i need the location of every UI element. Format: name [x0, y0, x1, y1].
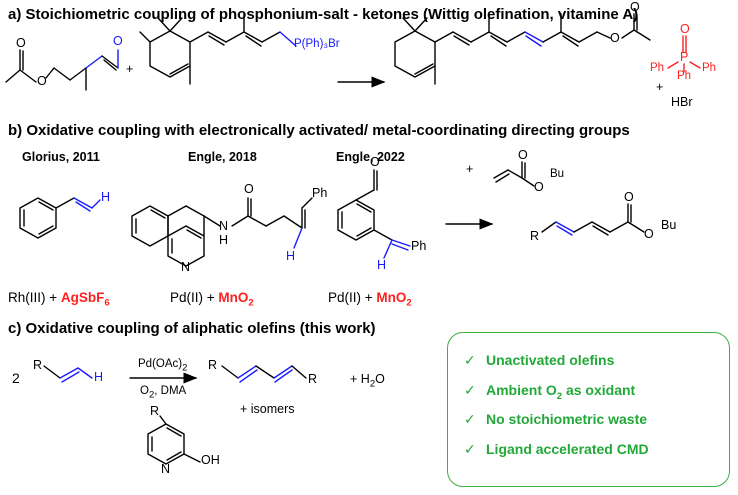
conditions-oxygen: O [140, 385, 149, 397]
advantage-sub: 2 [556, 390, 563, 402]
reagent-oxidant: MnO [218, 290, 249, 305]
author-engle-2018: Engle, 2018 [188, 150, 257, 164]
dienoate-carbonyl-o-label: O [624, 190, 634, 204]
catalyst-label: Pd(OAc)2 [138, 358, 187, 373]
aldehyde-o-label: O [370, 155, 380, 169]
ligand-r-label: R [150, 404, 160, 418]
amide-o-label: O [244, 182, 254, 196]
conditions-sub: 2 [148, 389, 155, 401]
advantage-text-post: as oxidant [562, 381, 636, 398]
olefin-r-label: R [33, 358, 43, 372]
advantage-text: Ligand accelerated CMD [486, 440, 649, 457]
phosphonium-salt-structure [139, 13, 297, 85]
advantage-item: ✓ No stoichiometric waste [464, 405, 729, 435]
aliphatic-olefin-structure [43, 365, 93, 383]
conditions-solvent: , DMA [154, 385, 187, 397]
phenyl-b1-label: Ph [312, 186, 328, 200]
acrylate-carbonyl-o-label: O [518, 148, 528, 162]
author-glorius: Glorius, 2011 [22, 150, 100, 164]
phenyl-left-label: Ph [650, 62, 665, 74]
amide-n-label: N [219, 219, 229, 233]
reagent-oxidant-sub: 6 [104, 297, 110, 309]
check-icon: ✓ [464, 411, 476, 427]
hydroxypyridine-ligand-structure [147, 415, 201, 465]
reagent-metal: Pd(II) + [170, 290, 219, 305]
dienoate-product-structure [541, 203, 645, 236]
ligand-n-label: N [161, 462, 171, 476]
advantage-item: ✓ Ligand accelerated CMD [464, 435, 729, 465]
ligand-oh-label: OH [201, 453, 220, 467]
dienoate-butyl-label: Bu [661, 218, 677, 232]
water-label: + H2O [350, 372, 385, 390]
phosphonium-label: P(Ph)₃Br [294, 38, 340, 50]
amide-h-label: H [219, 233, 229, 247]
vitamin-a-acetate-structure [394, 13, 651, 85]
catalyst-text: Pd(OAc) [138, 358, 183, 370]
advantage-item: ✓ Ambient O2 as oxidant [464, 376, 729, 406]
reagent-oxidant-sub: 2 [248, 297, 254, 309]
catalyst-sub: 2 [182, 362, 188, 374]
section-c-heading: c) Oxidative coupling of aliphatic olefi… [8, 320, 376, 337]
advantages-box: ✓ Unactivated olefins ✓ Ambient O2 as oxid… [447, 332, 730, 487]
reagent-oxidant: MnO [376, 290, 407, 305]
aminoquinoline-amide-structure [131, 197, 313, 267]
olefin-h-label: H [94, 370, 104, 384]
water-o: O [375, 372, 385, 386]
reagent-metal: Pd(II) + [328, 290, 377, 305]
phenyl-b2-label: Ph [411, 239, 427, 253]
reagent-oxidant-sub: 2 [406, 297, 412, 309]
triphenylphosphine-oxide-structure [667, 35, 701, 73]
phenyl-mid-label: Ph [677, 70, 692, 82]
benzaldehyde-styryl-structure [337, 169, 411, 259]
isomers-label: + isomers [240, 402, 295, 416]
reagent-oxidant: AgSbF [60, 290, 105, 305]
ester-carbonyl-oxygen-label: O [16, 36, 26, 50]
vinyl-h-label: H [286, 249, 296, 263]
advantage-item: ✓ Unactivated olefins [464, 346, 729, 376]
author-engle-2022: Engle, 2022 [336, 150, 405, 164]
acrylate-ester-o-label: O [534, 180, 544, 194]
diene-r-right-label: R [308, 372, 318, 386]
section-a-heading: a) Stoichiometric coupling of phosphoniu… [8, 6, 639, 23]
product-carbonyl-oxygen-label: O [630, 0, 640, 14]
advantage-text: Unactivated olefins [486, 352, 615, 368]
plus-sign-a1: + [126, 62, 134, 76]
advantage-text: Ambient O [486, 381, 557, 398]
phenyl-right-label: Ph [702, 62, 717, 74]
reagent-engle-2018: Pd(II) + MnO2 [170, 290, 254, 309]
conditions-label: O2, DMA [140, 385, 186, 400]
stoichiometry-coefficient: 2 [12, 370, 20, 386]
dienoate-r-label: R [530, 229, 540, 243]
advantage-text: No stoichiometric waste [486, 411, 648, 427]
styrene-structure [19, 197, 101, 239]
styrene-h-label: H [101, 190, 111, 204]
check-icon: ✓ [464, 352, 476, 368]
reagent-glorius: Rh(III) + AgSbF6 [8, 290, 110, 309]
acrylate-butyl-label: Bu [550, 168, 565, 180]
plus-sign-b: + [466, 162, 474, 176]
water-h: + H [350, 372, 370, 386]
phosphine-oxide-p-label: P [680, 50, 689, 64]
aldehyde-oxygen-label: O [113, 34, 123, 48]
styryl-h-label: H [377, 258, 387, 272]
check-icon: ✓ [464, 381, 476, 398]
reagent-engle-2022: Pd(II) + MnO2 [328, 290, 412, 309]
advantages-list: ✓ Unactivated olefins ✓ Ambient O2 as oxid… [448, 333, 729, 464]
dienoate-ester-o-label: O [644, 227, 654, 241]
butyl-acrylate-structure [493, 161, 535, 187]
quinoline-n-label: N [181, 260, 191, 274]
ester-oxygen-label: O [37, 74, 47, 88]
section-b-heading: b) Oxidative coupling with electronicall… [8, 122, 630, 139]
product-ester-oxygen-label: O [610, 31, 620, 45]
water-sub: 2 [369, 378, 376, 390]
reagent-metal: Rh(III) + [8, 290, 61, 305]
check-icon: ✓ [464, 440, 476, 457]
diene-product-structure [221, 365, 307, 383]
phosphine-oxide-oxygen-label: O [680, 22, 690, 36]
aldehyde-ester-structure [5, 49, 119, 91]
plus-sign-a2: + [656, 80, 664, 94]
hbr-label: HBr [671, 95, 693, 109]
diene-r-left-label: R [208, 358, 218, 372]
